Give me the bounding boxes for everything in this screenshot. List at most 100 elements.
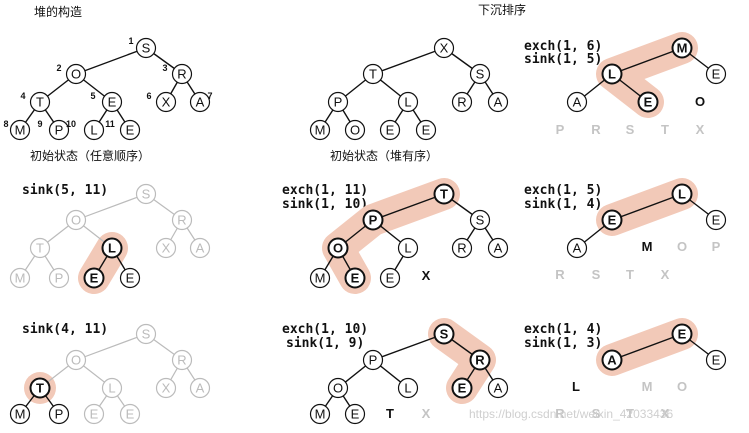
heap-index-label: 11 — [105, 119, 115, 129]
tree-node-circle — [155, 237, 177, 259]
heap-index-label: 8 — [3, 119, 8, 129]
tree-node-label: E — [126, 123, 135, 138]
tree-node-label: R — [177, 213, 186, 228]
tree-node-label: P — [369, 353, 378, 368]
tree-node-label: E — [678, 327, 687, 342]
sorted-key-label: M — [642, 379, 653, 394]
tree-node-circle — [671, 323, 693, 345]
tree-node-circle — [101, 91, 123, 113]
tree-node-label: T — [440, 187, 448, 202]
tree-node-label: E — [126, 407, 135, 422]
tree-node-label: M — [15, 271, 26, 286]
tree-node-circle — [469, 349, 491, 371]
label-sink-5-11: sink(5, 11) — [22, 183, 108, 198]
sorted-key-label: S — [592, 406, 601, 421]
tree-node-label: L — [108, 381, 115, 396]
tree-node-label: S — [440, 327, 449, 342]
tree-node-circle — [83, 403, 105, 425]
tree-node-circle — [29, 237, 51, 259]
tree-node-circle — [327, 91, 349, 113]
tree-node-label: T — [36, 95, 44, 110]
label-sink-1-9: sink(1, 9) — [286, 336, 364, 351]
tree-node-label: E — [386, 271, 395, 286]
tree-node-circle — [397, 91, 419, 113]
tree-node-label: A — [494, 241, 503, 256]
tree-node-circle — [309, 403, 331, 425]
label-sink-1-10: sink(1, 10) — [282, 197, 368, 212]
tree-node-label: E — [90, 407, 99, 422]
tree-node-circle — [433, 323, 455, 345]
sorted-key-label: X — [422, 268, 431, 283]
sorted-key-label: X — [696, 122, 705, 137]
tree-node-label: E — [351, 407, 360, 422]
tree-node-label: E — [108, 95, 117, 110]
tree-node-circle — [344, 119, 366, 141]
sorted-key-label: O — [677, 239, 687, 254]
tree-node-circle — [119, 403, 141, 425]
tree-node-label: E — [644, 95, 653, 110]
tree-node-label: O — [333, 381, 343, 396]
tree-node-circle — [362, 209, 384, 231]
tree-node-circle — [135, 37, 157, 59]
heap-index-label: 7 — [207, 91, 212, 101]
heap-index-label: 10 — [66, 119, 76, 129]
tree-node-circle — [601, 349, 623, 371]
label-sink-1-4: sink(1, 4) — [524, 197, 602, 212]
tree-node-circle — [83, 267, 105, 289]
tree-node-label: E — [712, 213, 721, 228]
tree-node-circle — [309, 119, 331, 141]
tree-node-label: A — [494, 95, 503, 110]
tree-node-circle — [155, 377, 177, 399]
tree-edge — [372, 47, 445, 75]
tree-node-label: E — [351, 271, 360, 286]
tree-node-label: O — [71, 67, 81, 82]
tree-node-circle — [327, 237, 349, 259]
tree-node-label: E — [712, 353, 721, 368]
tree-node-circle — [309, 267, 331, 289]
label-sink-4-11: sink(4, 11) — [22, 322, 108, 337]
tree-node-circle — [379, 267, 401, 289]
tree-node-label: M — [677, 41, 688, 56]
tree-node-circle — [637, 91, 659, 113]
sorted-key-label: T — [386, 406, 394, 421]
tree-node-circle — [469, 63, 491, 85]
label-exch-1-6: exch(1, 6) — [524, 39, 602, 54]
tree-edge — [611, 333, 683, 361]
tree-node-circle — [566, 237, 588, 259]
tree-node-circle — [362, 349, 384, 371]
sorted-key-label: T — [626, 406, 634, 421]
tree-node-label: R — [177, 353, 186, 368]
tree-node-label: O — [71, 353, 81, 368]
tree-node-circle — [487, 237, 509, 259]
tree-node-circle — [433, 183, 455, 205]
label-exch-1-10: exch(1, 10) — [282, 322, 368, 337]
tree-node-label: A — [196, 95, 205, 110]
tree-node-label: R — [177, 67, 186, 82]
tree-node-label: A — [494, 381, 503, 396]
tree-node-label: R — [475, 353, 485, 368]
tree-node-label: L — [108, 241, 116, 256]
tree-edge — [372, 333, 445, 361]
tree-node-circle — [101, 377, 123, 399]
tree-node-label: L — [404, 381, 411, 396]
tree-node-label: M — [15, 407, 26, 422]
tree-node-circle — [171, 63, 193, 85]
tree-node-circle — [433, 37, 455, 59]
tree-node-circle — [189, 377, 211, 399]
sorted-key-label: S — [626, 122, 635, 137]
heap-index-label: 9 — [37, 119, 42, 129]
tree-node-label: X — [162, 381, 171, 396]
tree-node-circle — [451, 91, 473, 113]
tree-node-label: T — [369, 67, 377, 82]
caption-initial-heap-order: 初始状态（堆有序） — [330, 148, 438, 163]
tree-node-label: P — [55, 271, 64, 286]
sorted-key-label: L — [572, 379, 580, 394]
heap-index-label: 5 — [90, 91, 95, 101]
tree-node-label: E — [126, 271, 135, 286]
